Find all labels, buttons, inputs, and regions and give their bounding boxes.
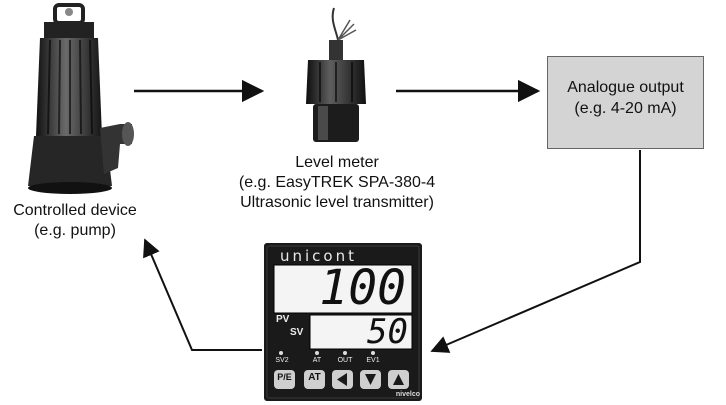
indicator-ev1: EV1 — [366, 357, 380, 364]
pe-button-label: P/E — [277, 372, 292, 382]
controller-brand: unicont — [280, 247, 357, 265]
analogue-output-label: Analogue output (e.g. 4-20 mA) — [567, 79, 684, 117]
level-meter-label: Level meter (e.g. EasyTREK SPA-380-4 Ult… — [238, 154, 436, 211]
arrow-controller-to-pump — [143, 238, 262, 351]
analogue-output-box: Analogue output (e.g. 4-20 mA) — [547, 56, 704, 149]
sv-label: SV — [290, 327, 304, 338]
indicator-at: AT — [312, 357, 322, 364]
pv-label: PV — [276, 314, 290, 325]
arrow-output-to-controller — [430, 150, 641, 353]
level-sensor-image — [306, 7, 366, 142]
down-arrow-icon — [365, 374, 376, 385]
up-arrow-icon — [393, 374, 404, 385]
pv-display-value: 100 — [319, 260, 406, 316]
indicator-sv2: SV2 — [275, 357, 289, 364]
pump-label: Controlled device (e.g. pump) — [13, 202, 137, 239]
controller-maker-logo: nivelco — [395, 391, 420, 398]
pump-image — [28, 3, 134, 194]
controller-device — [264, 243, 422, 401]
left-arrow-icon — [337, 373, 347, 386]
sv-display-value: 50 — [367, 312, 408, 352]
indicator-out: OUT — [337, 357, 353, 364]
at-button-label: AT — [308, 372, 321, 383]
